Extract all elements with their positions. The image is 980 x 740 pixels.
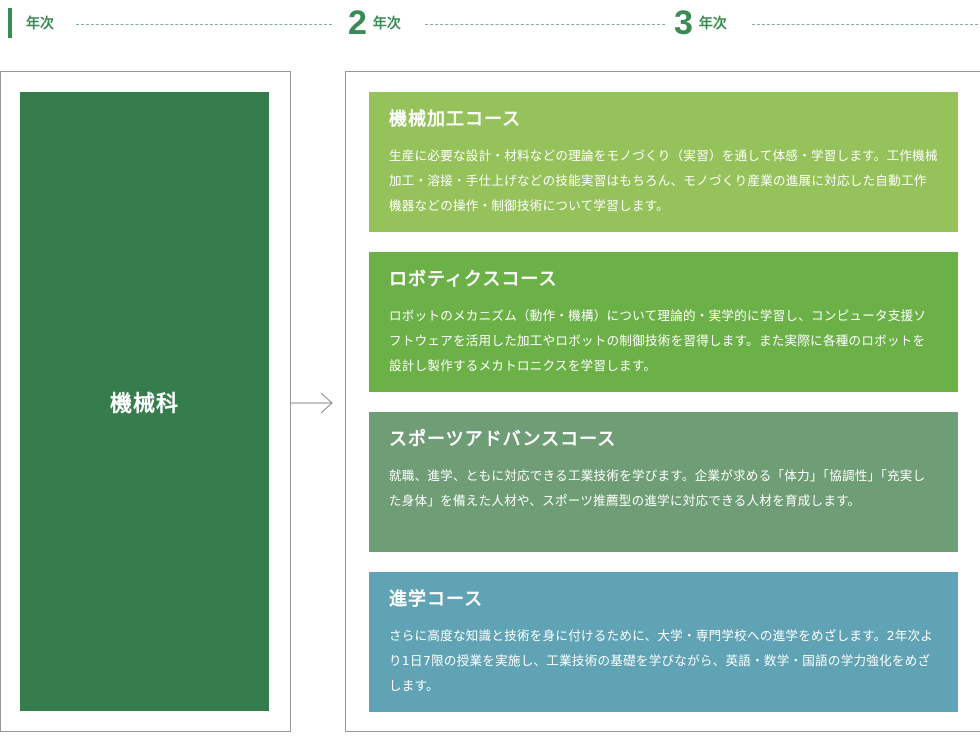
course-card-sports-advance: スポーツアドバンスコース 就職、進学、ともに対応できる工業技術を学びます。企業が… [369, 412, 958, 552]
course-description: ロボットのメカニズム（動作・機構）について理論的・実学的に学習し、コンピュータ支… [389, 308, 927, 373]
course-description: さらに高度な知識と技術を身に付けるために、大学・専門学校への進学をめざします。2… [389, 628, 934, 693]
course-title: 進学コース [389, 589, 484, 610]
course-card-machining: 機械加工コース 生産に必要な設計・材料などの理論をモノづくり（実習）を通して体感… [369, 92, 958, 232]
year-3-number: 3 [674, 4, 693, 42]
course-card-university-prep: 進学コース さらに高度な知識と技術を身に付けるために、大学・専門学校への進学をめ… [369, 572, 958, 712]
course-title: 機械加工コース [389, 109, 522, 130]
year-divider [752, 24, 978, 25]
department-name: 機械科 [109, 391, 179, 417]
year-2-number: 2 [348, 4, 367, 42]
year-divider [425, 24, 665, 25]
year-1-header: 年次 [8, 0, 54, 46]
year-1-label: 年次 [26, 16, 54, 32]
year-divider [76, 24, 332, 25]
course-description: 生産に必要な設計・材料などの理論をモノづくり（実習）を通して体感・学習します。工… [389, 148, 938, 213]
arrow-right-icon [290, 392, 333, 414]
year-3-label: 年次 [698, 16, 727, 32]
year-2-header: 2 年次 [348, 0, 401, 46]
year-1-marker [8, 8, 12, 38]
course-card-robotics: ロボティクスコース ロボットのメカニズム（動作・機構）について理論的・実学的に学… [369, 252, 958, 392]
department-box: 機械科 [20, 92, 269, 711]
year-2-label: 年次 [372, 16, 401, 32]
course-title: ロボティクスコース [389, 269, 558, 290]
course-title: スポーツアドバンスコース [389, 429, 617, 450]
year-3-header: 3 年次 [674, 0, 727, 46]
course-description: 就職、進学、ともに対応できる工業技術を学びます。企業が求める「体力」「協調性」「… [389, 468, 926, 508]
